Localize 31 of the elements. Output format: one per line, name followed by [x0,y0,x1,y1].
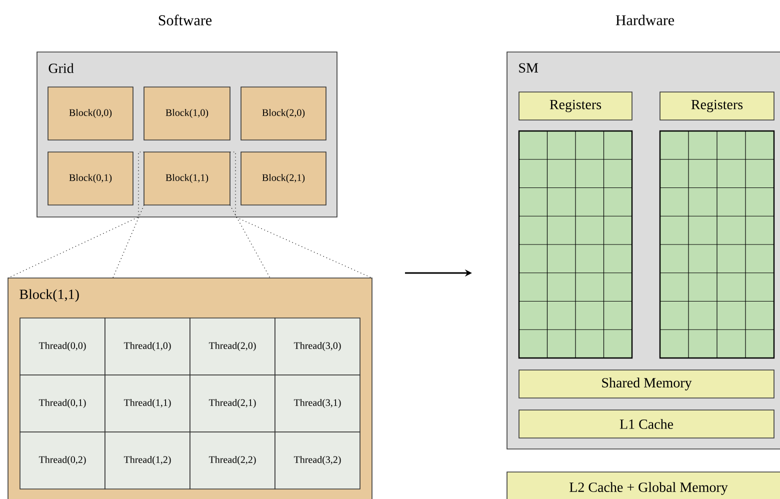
thread-cell: Thread(1,1) [104,374,190,432]
zoom-line [230,152,372,278]
cache-box: L1 Cache [518,410,774,438]
block-box: Block(1,1) [144,152,230,206]
thread-cell: Thread(3,2) [274,432,360,490]
thread-cell: Thread(3,1) [274,374,360,432]
block-box: Block(1,0) [144,86,230,140]
thread-cell: Thread(0,2) [20,432,106,490]
thread-cell: Thread(3,0) [274,318,360,376]
thread-cell: Thread(2,1) [190,374,276,432]
thread-cell: Thread(2,0) [190,318,276,376]
block-box: Block(2,0) [240,86,326,140]
thread-cell: Thread(0,0) [20,318,106,376]
core-grid [518,130,633,359]
section-title: Software [158,14,212,26]
thread-cell: Thread(0,1) [20,374,106,432]
register-box: Registers [518,92,632,120]
block-box: Block(0,0) [48,86,134,140]
thread-cell: Thread(1,0) [104,318,190,376]
section-title: Hardware [616,14,674,26]
core-grid [659,130,775,359]
block-box: Block(2,1) [240,152,326,206]
zoom-line [230,204,270,278]
zoom-line [8,152,144,278]
memory-box: Shared Memory [518,370,774,398]
thread-cell: Thread(1,2) [104,432,190,490]
thread-cell: Thread(2,2) [190,432,276,490]
register-box: Registers [660,92,774,120]
block-box: Block(0,1) [48,152,134,206]
memory-box: L2 Cache + Global Memory [506,472,780,499]
zoom-line [112,204,144,278]
